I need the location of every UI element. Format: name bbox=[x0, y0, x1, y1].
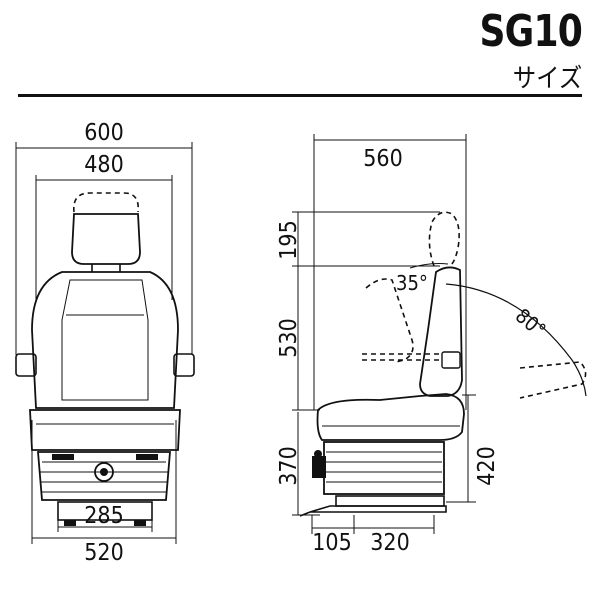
front-base bbox=[57, 501, 153, 526]
front-seat-cushion bbox=[29, 409, 181, 451]
dim-label-420: 420 bbox=[474, 446, 500, 486]
header-rule bbox=[18, 94, 582, 97]
page-title: SG10 bbox=[479, 6, 582, 57]
front-headrest bbox=[71, 192, 141, 272]
front-backrest bbox=[31, 271, 179, 409]
dim-front-520: 520 bbox=[31, 420, 177, 566]
front-view: 600 480 bbox=[15, 120, 195, 566]
side-backrest-reclined bbox=[519, 361, 587, 399]
side-backrest-folded bbox=[365, 278, 414, 363]
page-subtitle: サイズ bbox=[512, 64, 582, 94]
dim-side-370: 370 bbox=[276, 412, 320, 516]
dim-side-420: 420 bbox=[446, 394, 500, 503]
dim-label-520: 520 bbox=[84, 540, 124, 566]
side-suspension bbox=[312, 441, 445, 495]
dim-front-480: 480 bbox=[35, 152, 173, 300]
side-rails bbox=[299, 495, 447, 517]
dim-label-530: 530 bbox=[276, 318, 302, 358]
side-lumbar-knob bbox=[441, 351, 461, 369]
dim-side-vertical-upper: 195 530 bbox=[276, 211, 440, 411]
front-armrests bbox=[15, 353, 195, 377]
side-seat-cushion bbox=[316, 393, 465, 441]
dim-side-560: 560 bbox=[313, 134, 467, 410]
dim-label-105: 105 bbox=[312, 530, 352, 556]
front-suspension bbox=[37, 451, 171, 501]
recline-arc bbox=[445, 283, 587, 397]
angle-label-recline: 80° bbox=[511, 303, 551, 342]
dim-label-600: 600 bbox=[84, 120, 124, 146]
dim-front-600: 600 bbox=[15, 120, 193, 355]
angle-label-fold: 35° bbox=[396, 271, 428, 295]
dim-label-195: 195 bbox=[276, 220, 302, 260]
dim-label-480: 480 bbox=[84, 152, 124, 178]
dim-side-bottom: 105 320 bbox=[311, 515, 435, 556]
dim-front-285: 285 bbox=[57, 503, 153, 532]
side-headrest-dashed bbox=[428, 211, 460, 267]
dim-label-370: 370 bbox=[276, 446, 302, 486]
dim-label-320: 320 bbox=[370, 530, 410, 556]
dim-label-285: 285 bbox=[84, 503, 124, 529]
side-backrest bbox=[419, 266, 463, 397]
side-view: 560 195 530 370 420 bbox=[276, 134, 587, 556]
dim-label-560: 560 bbox=[363, 146, 403, 172]
